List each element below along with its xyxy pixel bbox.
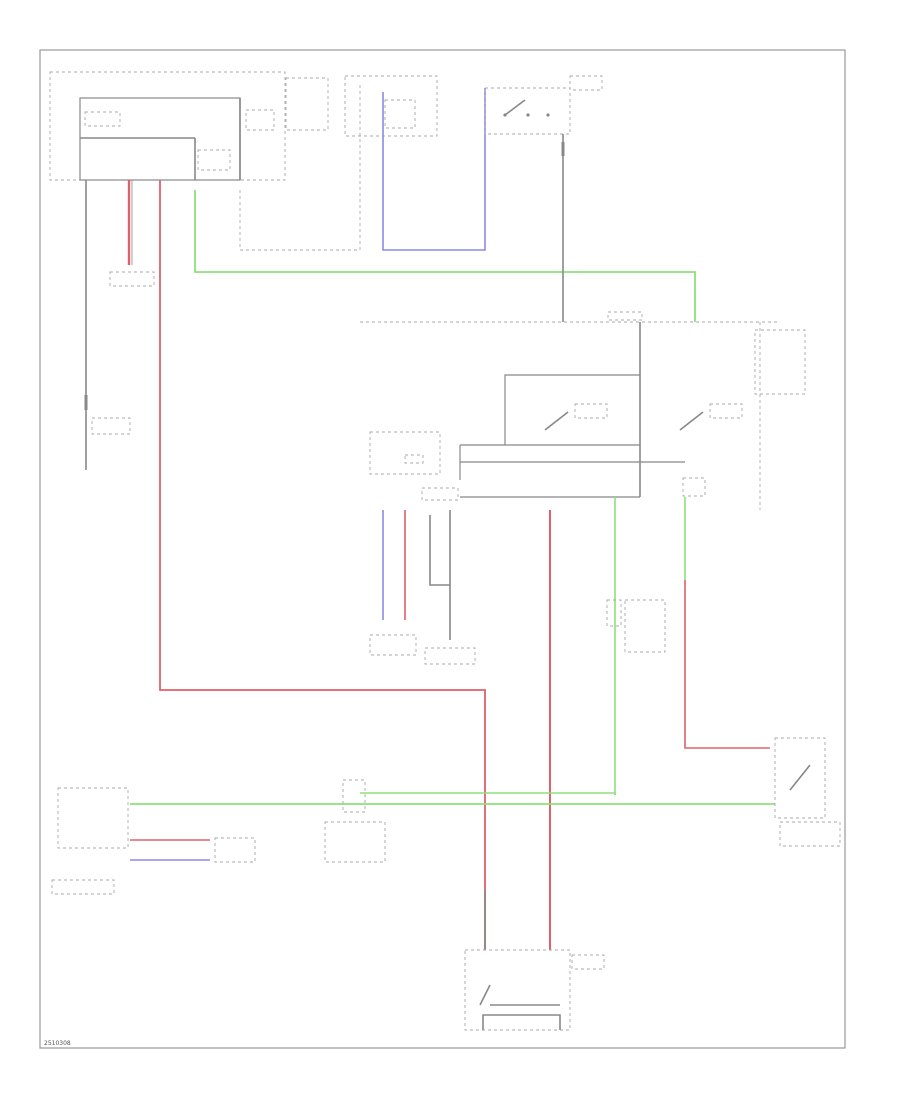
joint-connector-bottom-box xyxy=(342,779,366,813)
tcm-box xyxy=(57,787,129,849)
range-switch-contact xyxy=(789,764,811,791)
range-switch-label-box xyxy=(779,821,841,847)
fuse-block-housing xyxy=(49,71,286,181)
fuse-block xyxy=(49,71,329,181)
ecm-connector-label-box xyxy=(421,487,459,501)
ecm-box xyxy=(369,431,441,475)
green-ign-wire xyxy=(194,190,696,322)
starter-motor-box xyxy=(464,949,571,1031)
diagram-code: 2510308 xyxy=(44,1040,71,1047)
ignition-terminal-3 xyxy=(546,113,550,117)
starter-motor-label-box xyxy=(571,954,605,970)
ipdm-relay xyxy=(344,75,486,251)
bcm-label-box xyxy=(754,329,806,395)
ignition-contact xyxy=(504,99,526,116)
green-joint-wire xyxy=(360,792,616,795)
relay-frame-top xyxy=(504,374,640,445)
joint-connector-bottom xyxy=(324,779,386,863)
ignition-switch xyxy=(484,75,603,135)
ecm-ground-loop xyxy=(429,515,450,586)
starter-ground xyxy=(482,1014,561,1030)
fuse-dashed-wire xyxy=(239,85,361,251)
ignition-label-box xyxy=(569,75,603,91)
blue-relay-loop xyxy=(382,88,486,251)
fuse-label-box xyxy=(197,149,231,171)
joint-connector-box xyxy=(606,599,622,627)
bus-connector-label-box xyxy=(607,311,643,321)
ignition-switch-box xyxy=(484,87,571,135)
starter-relay-label-box xyxy=(574,403,608,419)
starter-motor xyxy=(464,949,605,1031)
transmission-range-switch xyxy=(774,737,841,847)
fuse-small-label-box xyxy=(682,477,706,497)
starter-relay-block xyxy=(369,322,743,501)
red-range-wire xyxy=(684,580,770,749)
main-red-wire xyxy=(159,180,486,950)
relay-housing xyxy=(344,75,438,137)
control-relay-label-box xyxy=(709,403,743,419)
tcm-can-label-box xyxy=(214,837,256,863)
control-relay-contact xyxy=(679,411,704,431)
joint-connector-label-box xyxy=(624,599,666,653)
starter-contact xyxy=(479,984,491,1006)
joint-connector-bottom-label-box xyxy=(324,821,386,863)
tcm-label-box xyxy=(51,879,115,895)
stub-ground-label-box xyxy=(109,271,155,287)
ignition-terminal-1 xyxy=(503,113,507,117)
fuse-block-note-box xyxy=(285,77,329,131)
fusible-link-box xyxy=(79,97,241,181)
range-switch-box xyxy=(774,737,826,819)
can-label-box xyxy=(369,634,417,656)
relay-label-box xyxy=(384,99,416,129)
ground-label-box xyxy=(424,647,476,665)
battery-label-box xyxy=(91,417,131,435)
starter-relay-contact xyxy=(544,411,569,431)
ignition-terminal-2 xyxy=(526,113,530,117)
fusible-link-label-box xyxy=(84,111,121,127)
ecm-label-box xyxy=(404,454,424,464)
diagram-frame xyxy=(39,49,846,1049)
fuse-right-label-box xyxy=(245,109,275,131)
tcm-module xyxy=(51,787,256,895)
